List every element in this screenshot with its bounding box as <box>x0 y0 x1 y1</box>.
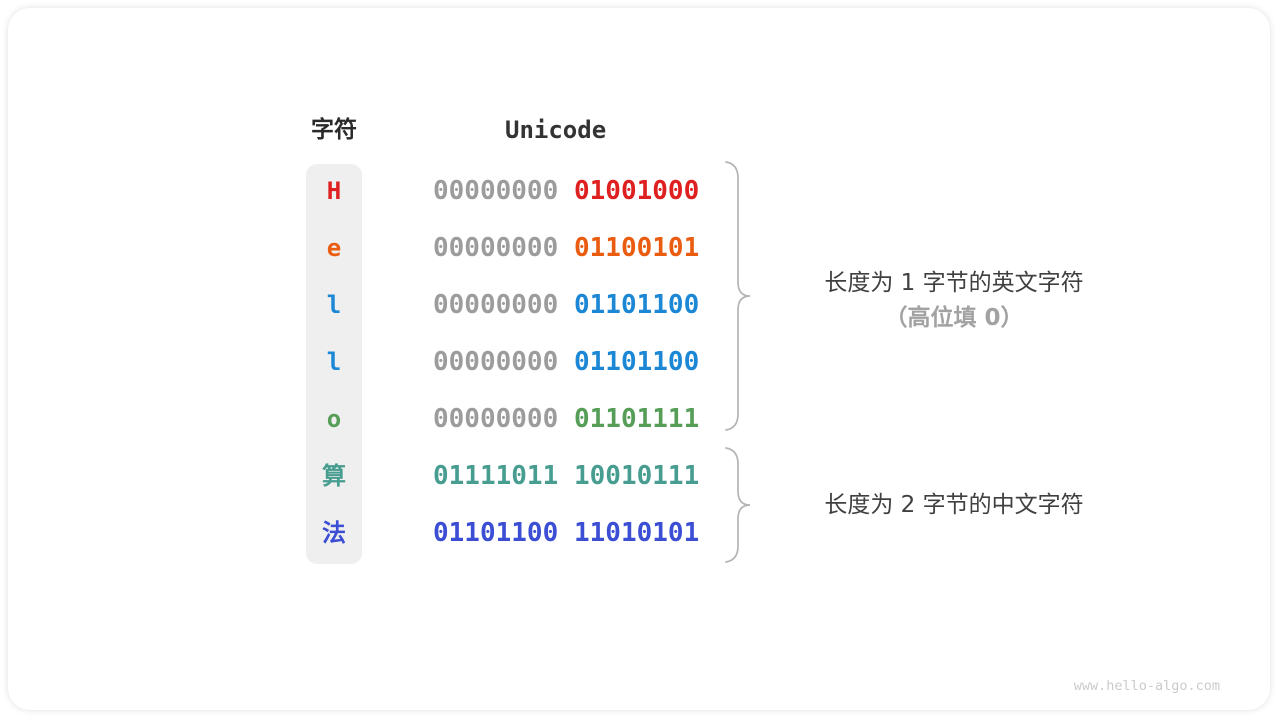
byte1-cell: 00000000 <box>433 176 559 206</box>
char-cell: l <box>326 291 342 319</box>
byte2-cell: 11010101 <box>574 518 700 548</box>
char-cell: 算 <box>322 462 346 490</box>
annotation-english-group: 长度为 1 字节的英文字符 （高位填 0） <box>768 266 1140 336</box>
table-row: 算 01111011 10010111 <box>8 461 1270 491</box>
column-header-character: 字符 <box>311 117 357 143</box>
table-row: 法 01101100 11010101 <box>8 518 1270 548</box>
char-cell: H <box>326 177 342 205</box>
char-cell: 法 <box>322 519 346 547</box>
table-row: H 00000000 01001000 <box>8 176 1270 206</box>
character-column-band <box>306 164 362 564</box>
byte1-cell: 00000000 <box>433 233 559 263</box>
column-header-unicode: Unicode <box>505 116 607 144</box>
char-cell: e <box>326 234 342 262</box>
table-row: l 00000000 01101100 <box>8 290 1270 320</box>
byte1-cell: 01101100 <box>433 518 559 548</box>
char-cell: o <box>326 405 342 433</box>
byte1-cell: 01111011 <box>433 461 559 491</box>
watermark-url: www.hello-algo.com <box>1073 678 1220 694</box>
annotation-english-line2: （高位填 0） <box>884 305 1024 331</box>
byte2-cell: 01100101 <box>574 233 700 263</box>
table-row: e 00000000 01100101 <box>8 233 1270 263</box>
annotation-chinese-line1: 长度为 2 字节的中文字符 <box>824 492 1084 518</box>
byte2-cell: 01101100 <box>574 290 700 320</box>
byte2-cell: 01101111 <box>574 404 700 434</box>
byte1-cell: 00000000 <box>433 347 559 377</box>
annotation-english-line1: 长度为 1 字节的英文字符 <box>824 270 1084 296</box>
byte2-cell: 01001000 <box>574 176 700 206</box>
byte2-cell: 10010111 <box>574 461 700 491</box>
diagram-stage: 字符 Unicode H 00000000 01001000 e 0000000… <box>8 8 1270 710</box>
table-row: l 00000000 01101100 <box>8 347 1270 377</box>
annotation-chinese-group: 长度为 2 字节的中文字符 <box>768 488 1140 522</box>
byte1-cell: 00000000 <box>433 290 559 320</box>
char-cell: l <box>326 348 342 376</box>
byte2-cell: 01101100 <box>574 347 700 377</box>
byte1-cell: 00000000 <box>433 404 559 434</box>
table-row: o 00000000 01101111 <box>8 404 1270 434</box>
figure-card: 字符 Unicode H 00000000 01001000 e 0000000… <box>8 8 1270 710</box>
